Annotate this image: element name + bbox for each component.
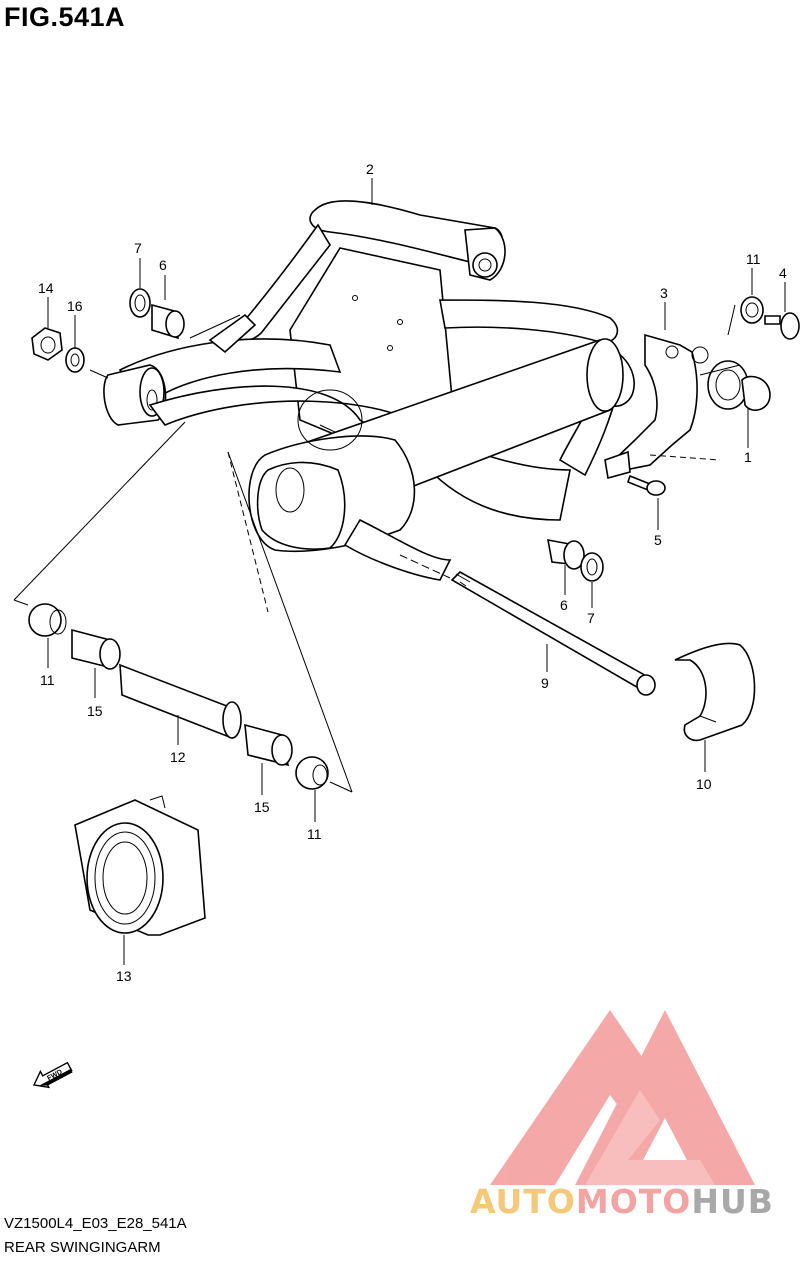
spacer-set — [28, 603, 329, 790]
section-name: REAR SWINGINGARM — [4, 1239, 161, 1256]
watermark-part-moto: MOTO — [576, 1182, 691, 1221]
watermark-part-auto: AUTO — [470, 1182, 576, 1221]
callout-12: 12 — [170, 749, 186, 765]
fwd-arrow-icon: FWD — [32, 1061, 73, 1089]
callout-4: 4 — [779, 265, 787, 281]
screw — [627, 474, 666, 496]
pivot-nut-and-washer — [31, 327, 85, 373]
figure-title: FIG.541A — [4, 2, 126, 32]
callout-7-lower: 7 — [587, 610, 595, 626]
pivot-bearing-lower — [547, 539, 604, 582]
callout-6-lower: 6 — [560, 597, 568, 613]
callout-1: 1 — [744, 449, 752, 465]
swingarm-frame — [103, 200, 635, 581]
callout-15-left: 15 — [87, 703, 103, 719]
watermark-part-hub: HUB — [691, 1182, 774, 1221]
callout-6-upper: 6 — [159, 257, 167, 273]
pivot-shaft — [450, 571, 656, 696]
watermark-text: AUTOMOTOHUB — [470, 1182, 774, 1221]
callout-14: 14 — [38, 280, 54, 296]
callout-7-upper: 7 — [134, 240, 142, 256]
callout-15-right: 15 — [254, 799, 270, 815]
callout-11-left: 11 — [40, 672, 55, 688]
callout-labels: 2 3 11 4 1 5 7 6 14 16 6 7 9 10 11 15 12… — [38, 161, 787, 984]
dust-seal — [707, 360, 771, 411]
callout-3: 3 — [660, 285, 668, 301]
brake-torque-bracket — [604, 333, 709, 480]
callout-11-right: 11 — [307, 826, 322, 842]
callout-13: 13 — [116, 968, 132, 984]
model-code: VZ1500L4_E03_E28_541A — [4, 1215, 187, 1232]
drive-shaft-boot — [74, 795, 206, 936]
leader-lines — [13, 178, 786, 965]
callout-8: 11 — [746, 251, 761, 267]
callout-2: 2 — [366, 161, 374, 177]
callout-5: 5 — [654, 532, 662, 548]
watermark-logo — [490, 1010, 755, 1185]
pivot-bearing-upper — [129, 288, 185, 340]
callout-16: 16 — [67, 298, 83, 314]
seal-and-bolt — [740, 296, 800, 340]
swingarm-cover — [674, 642, 756, 742]
callout-9: 9 — [541, 675, 549, 691]
callout-10: 10 — [696, 776, 712, 792]
